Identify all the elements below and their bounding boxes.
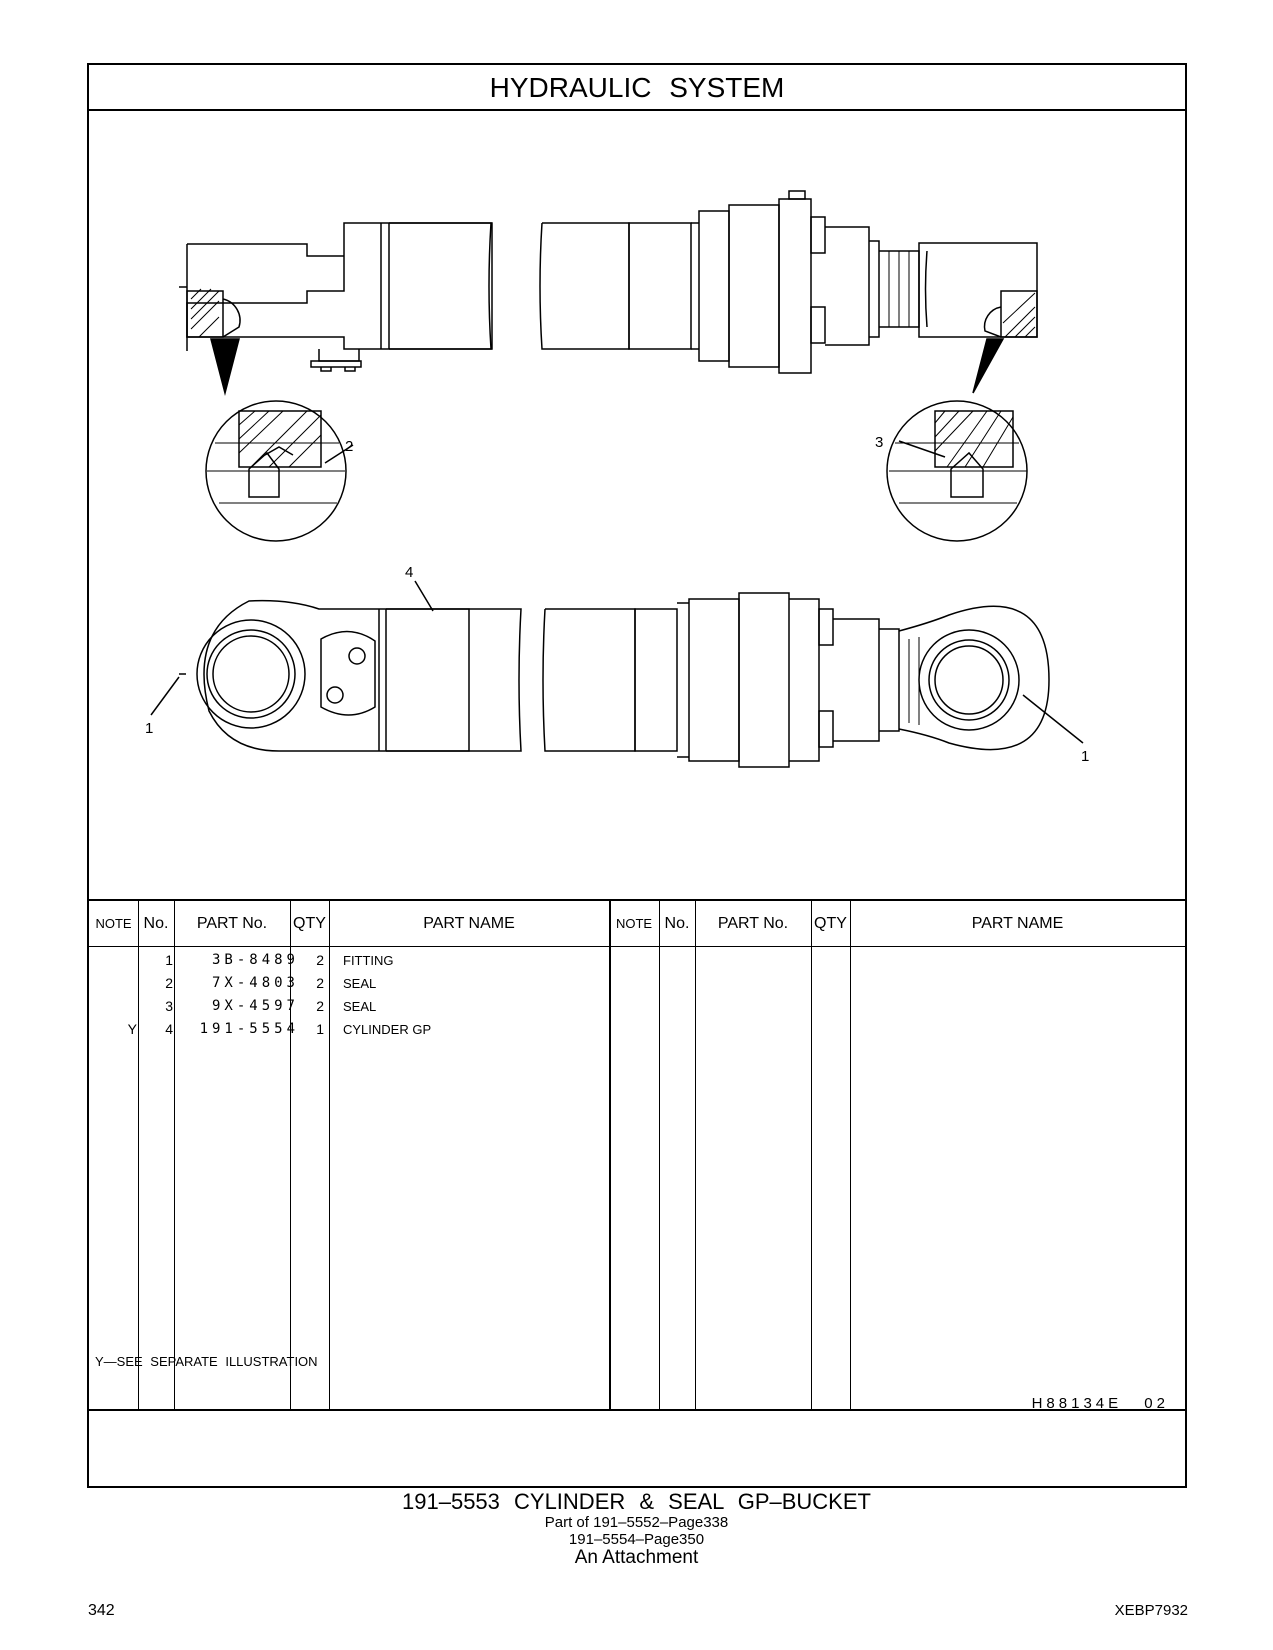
page-title: HYDRAULIC SYSTEM [89, 65, 1185, 111]
header-part-name-2: PART NAME [971, 915, 1064, 932]
callout-3: 3 [875, 434, 883, 451]
page-frame: HYDRAULIC SYSTEM [87, 63, 1187, 1488]
header-part-no: PART No. [196, 915, 268, 932]
callout-2: 2 [345, 438, 353, 455]
caption-attachment: An Attachment [574, 1547, 699, 1568]
header-no-2: No. [664, 915, 690, 932]
footnote: Y—SEE SEPARATE ILLUSTRATION [95, 1354, 318, 1369]
callout-1-right: 1 [1081, 748, 1089, 765]
page-number: 342 [88, 1602, 115, 1619]
header-note: NOTE [95, 916, 132, 931]
header-note-2: NOTE [615, 916, 653, 931]
header-qty: QTY [293, 915, 326, 932]
caption-title: 191–5553 CYLINDER & SEAL GP–BUCKET [402, 1489, 871, 1514]
drawing-code: H88134E 02 [1031, 1395, 1169, 1412]
caption-part-of: Part of 191–5552–Page338 [544, 1514, 729, 1531]
parts-table: NOTE No. PART No. QTY PART NAME NOTE No.… [89, 899, 1185, 1411]
caption: 191–5553 CYLINDER & SEAL GP–BUCKET Part … [0, 1490, 1273, 1568]
caption-page-ref: 191–5554–Page350 [568, 1531, 705, 1548]
header-part-no-2: PART No. [717, 915, 789, 932]
document-id: XEBP7932 [1114, 1602, 1188, 1619]
cylinder-illustration: 2 3 4 1 1 [145, 190, 1089, 768]
head-block-top [186, 222, 493, 350]
callout-1-left: 1 [145, 720, 153, 737]
header-no: No. [143, 915, 169, 932]
callout-4: 4 [405, 564, 413, 581]
header-qty-2: QTY [814, 915, 847, 932]
header-part-name: PART NAME [423, 915, 515, 932]
